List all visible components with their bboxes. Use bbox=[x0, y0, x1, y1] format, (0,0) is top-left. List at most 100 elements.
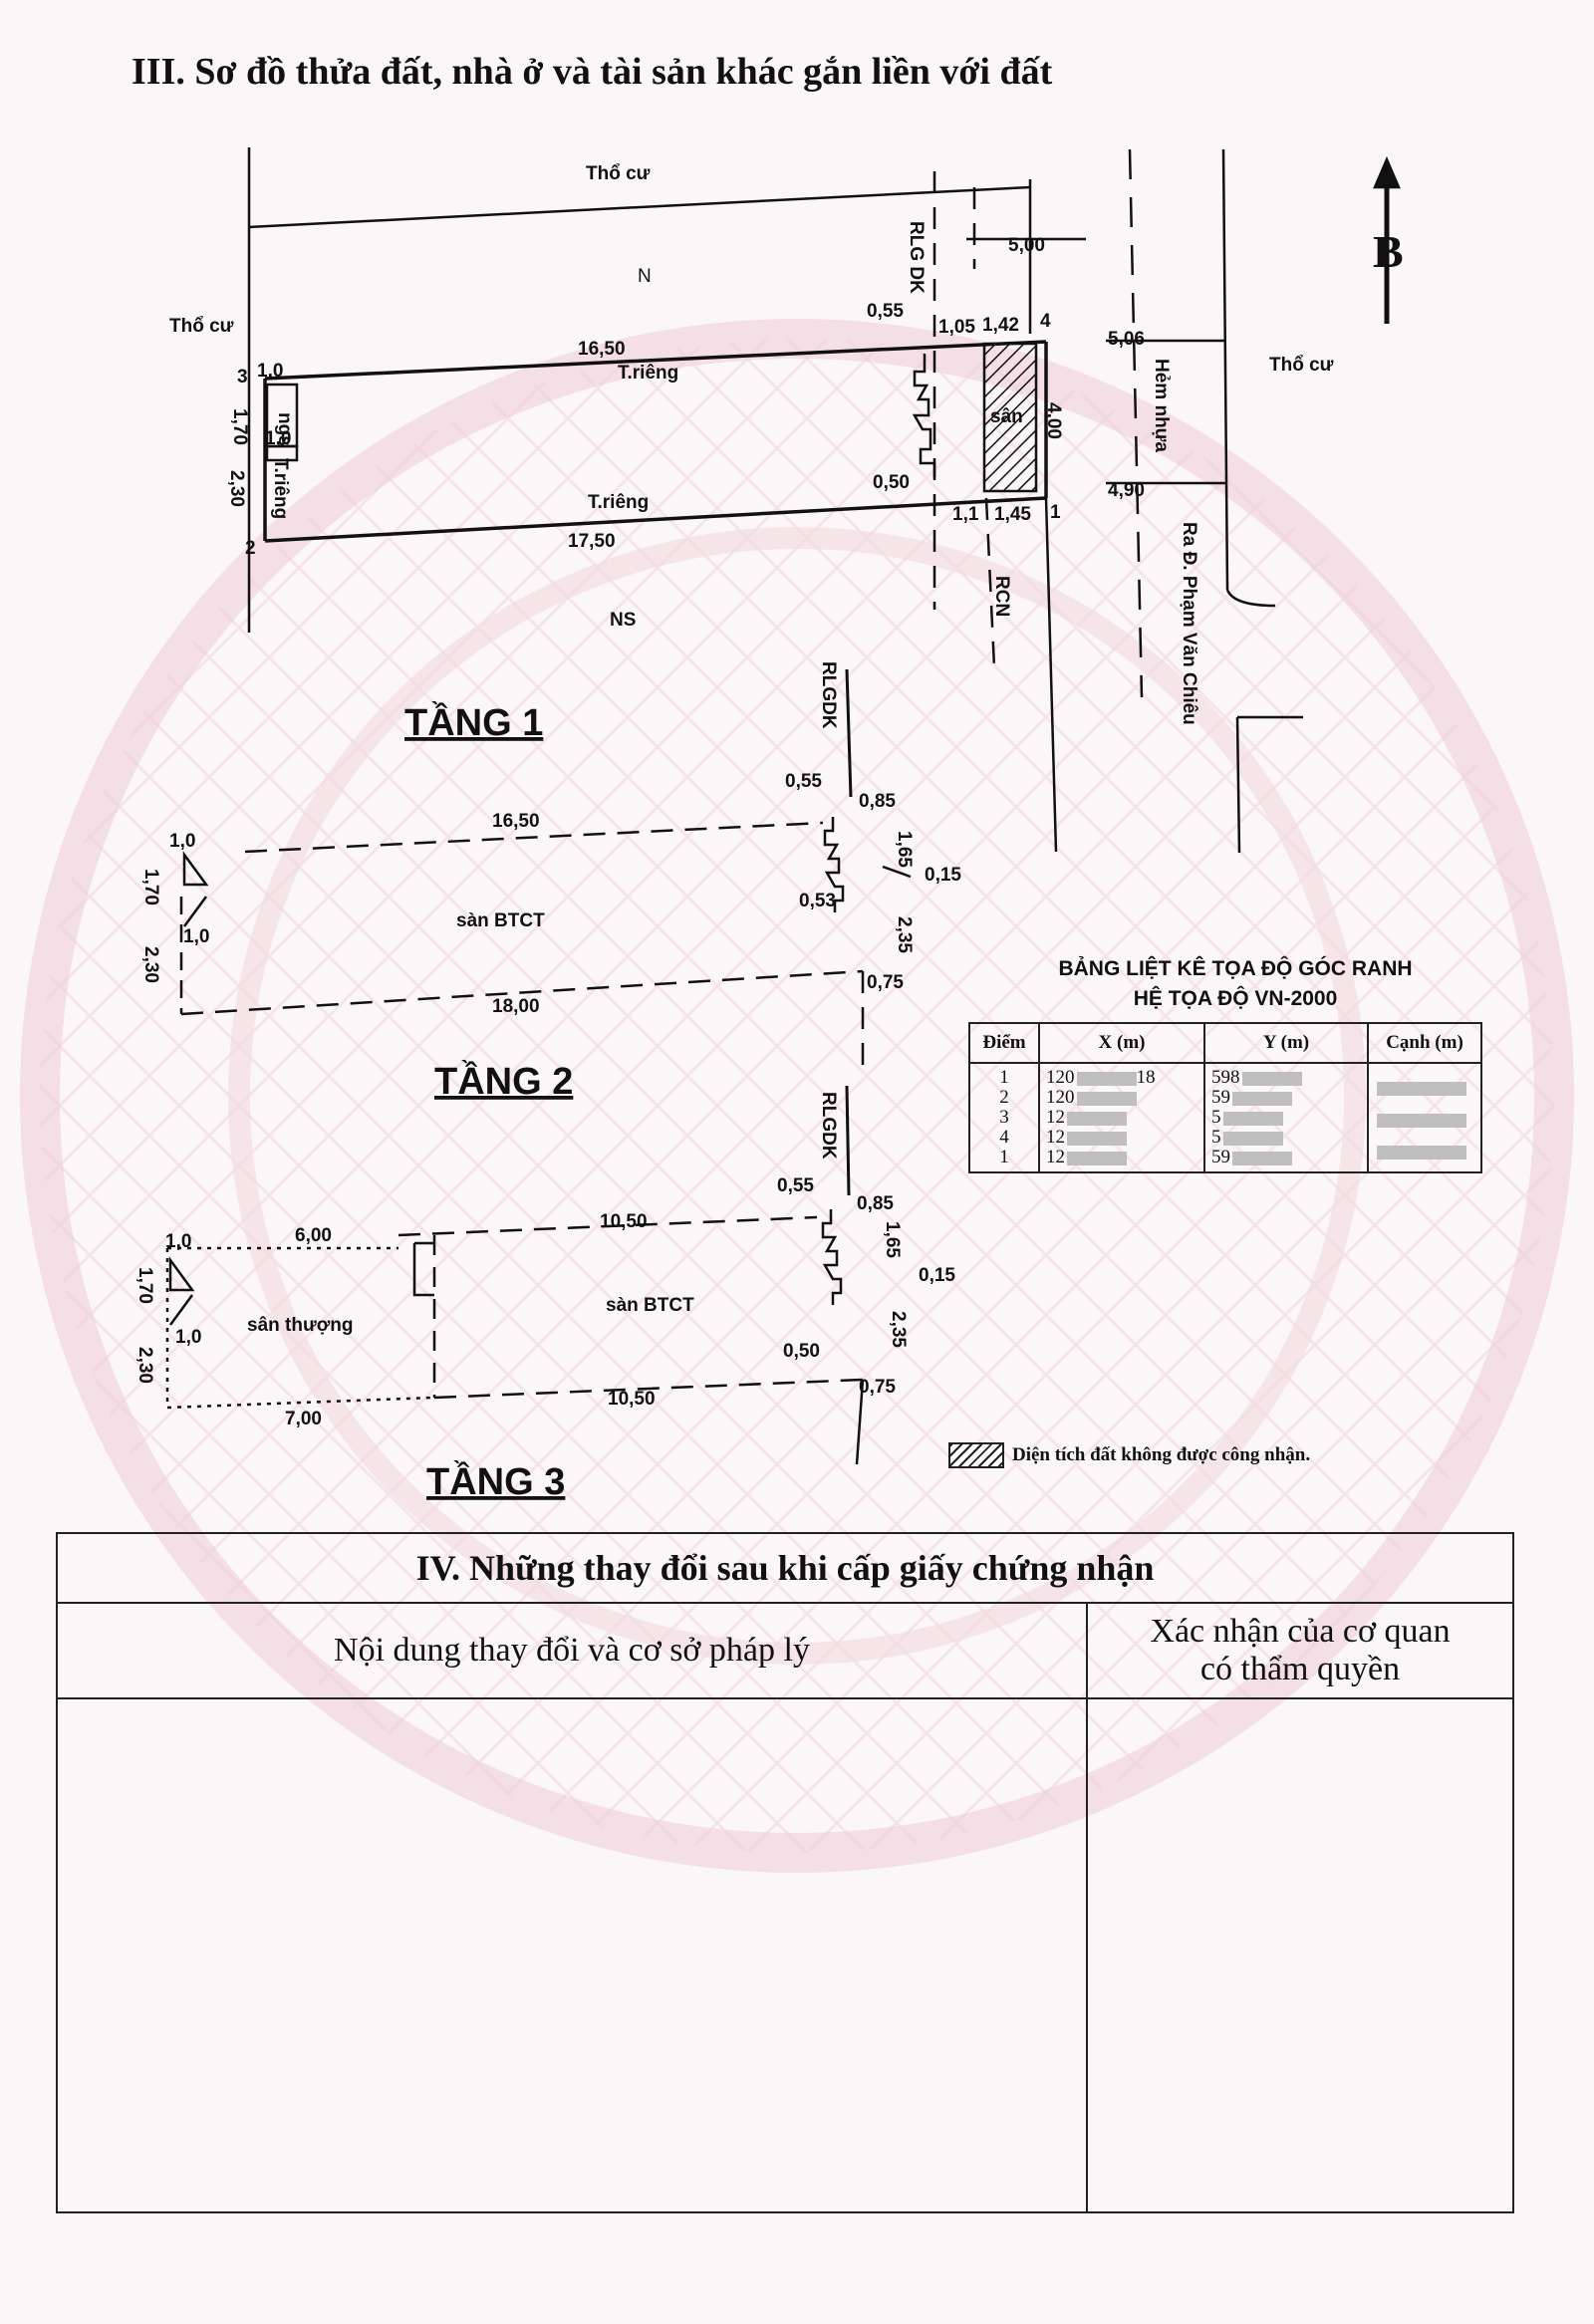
tang1-plan bbox=[247, 147, 1303, 854]
tang3-plan bbox=[165, 1085, 865, 1465]
point-4: 4 bbox=[1040, 311, 1051, 332]
x-value: 120 bbox=[1046, 1067, 1075, 1088]
point-value: 2 bbox=[999, 1087, 1009, 1108]
redacted-block bbox=[1076, 1071, 1137, 1086]
cell-y: 598 59 5 5 59 bbox=[1203, 1062, 1369, 1173]
tang1-d-1-42: 1,42 bbox=[982, 315, 1019, 336]
point-3: 3 bbox=[237, 367, 248, 387]
tang1-d-1-70: 1,70 bbox=[229, 408, 250, 445]
tang3-len-10-50-bottom: 10,50 bbox=[608, 1389, 656, 1410]
tang1-d-4-00: 4,00 bbox=[1043, 402, 1064, 439]
tang3-d-2-35: 2,35 bbox=[888, 1311, 909, 1348]
tang1-w-5-06: 5,06 bbox=[1108, 329, 1145, 350]
redacted-block bbox=[1067, 1111, 1127, 1126]
redacted-block bbox=[1377, 1081, 1466, 1096]
redacted-block bbox=[1222, 1131, 1283, 1146]
redacted-block bbox=[1232, 1091, 1292, 1106]
x-value: 12 bbox=[1046, 1147, 1065, 1167]
tang1-t-rieng-bottom: T.riêng bbox=[588, 492, 649, 513]
floor-plan-diagram: Thổ cư Thổ cư Thổ cư N NS 16,50 T.riêng … bbox=[134, 147, 1404, 1503]
redacted-block bbox=[1076, 1091, 1137, 1106]
label-rlgdk-3: RLGDK bbox=[818, 1092, 839, 1160]
tang3-d-2-30: 2,30 bbox=[134, 1347, 155, 1384]
tang2-d-2-30: 2,30 bbox=[140, 946, 161, 983]
tang2-d-0-55: 0,55 bbox=[785, 771, 822, 792]
tang3-d-0-55: 0,55 bbox=[777, 1175, 814, 1196]
y-value: 5 bbox=[1211, 1127, 1221, 1148]
point-value: 1 bbox=[999, 1147, 1009, 1167]
tang1-t-rieng-top: T.riêng bbox=[618, 363, 678, 384]
header-point: Điểm bbox=[968, 1022, 1040, 1064]
point-2: 2 bbox=[245, 538, 256, 559]
changes-header-row: Nội dung thay đổi và cơ sở pháp lý Xác n… bbox=[58, 1604, 1512, 1699]
tang1-d-1-0b: 1,0 bbox=[265, 428, 291, 449]
tang2-d-2-35: 2,35 bbox=[894, 916, 915, 953]
neighbor-right: Thổ cư bbox=[1269, 355, 1334, 376]
legend-text: Diện tích đất không được công nhận. bbox=[1012, 1444, 1311, 1465]
neighbor-left: Thổ cư bbox=[169, 316, 234, 337]
tang2-slab: sàn BTCT bbox=[456, 910, 545, 931]
neighbor-top-house: N bbox=[638, 266, 652, 287]
tang3-d-0-15: 0,15 bbox=[919, 1265, 955, 1286]
legend: Diện tích đất không được công nhận. bbox=[948, 1442, 1310, 1468]
y-value: 59 bbox=[1211, 1147, 1230, 1167]
changes-table: IV. Những thay đổi sau khi cấp giấy chứn… bbox=[56, 1532, 1514, 2213]
tang1-w-5-00: 5,00 bbox=[1008, 235, 1045, 256]
content-cell bbox=[58, 1699, 1088, 2211]
tang3-d-1-0a: 1,0 bbox=[165, 1231, 191, 1252]
confirmation-line1: Xác nhận của cơ quan bbox=[1150, 1613, 1451, 1650]
tang1-w-4-90: 4,90 bbox=[1108, 480, 1145, 501]
confirmation-line2: có thẩm quyền bbox=[1199, 1651, 1401, 1687]
tang2-len-bottom: 18,00 bbox=[492, 996, 540, 1017]
tang1-d-1-05: 1,05 bbox=[938, 317, 975, 338]
tang2-d-0-75: 0,75 bbox=[867, 972, 904, 993]
tang1-wc: ngs bbox=[274, 412, 295, 446]
tang3-d-0-50: 0,50 bbox=[783, 1341, 820, 1362]
redacted-block bbox=[1377, 1145, 1466, 1160]
tang2-d-1-0a: 1,0 bbox=[169, 831, 195, 852]
y-value: 598 bbox=[1211, 1067, 1240, 1088]
tang3-len-6-00: 6,00 bbox=[295, 1225, 332, 1246]
label-rlgdk-2: RLGDK bbox=[818, 661, 839, 729]
point-value: 1 bbox=[999, 1067, 1009, 1088]
tang2-d-1-0b: 1,0 bbox=[183, 926, 209, 947]
redacted-block bbox=[1377, 1113, 1466, 1128]
coordinate-title-line1: BẢNG LIỆT KÊ TỌA ĐỘ GÓC RANH bbox=[1058, 957, 1413, 980]
neighbor-top: Thổ cư bbox=[586, 163, 651, 184]
x-value: 12 bbox=[1046, 1127, 1065, 1148]
point-value: 4 bbox=[999, 1127, 1009, 1148]
tang2-d-0-15: 0,15 bbox=[925, 865, 961, 886]
north-label: B bbox=[1373, 226, 1404, 277]
tang3-len-7-00: 7,00 bbox=[285, 1409, 322, 1429]
tang1-san: sân bbox=[990, 406, 1023, 427]
tang1-len-bottom: 17,50 bbox=[568, 531, 616, 552]
point-1: 1 bbox=[1050, 502, 1061, 523]
tang3-d-1-0b: 1,0 bbox=[175, 1327, 201, 1348]
tang1-d-0-55: 0,55 bbox=[867, 301, 904, 322]
tang1-d-1-45: 1,45 bbox=[994, 504, 1031, 525]
tang2-d-1-65: 1,65 bbox=[894, 831, 915, 868]
label-alley: Hẻm nhựa bbox=[1151, 359, 1172, 452]
floor-title-1: TẦNG 1 bbox=[404, 700, 543, 744]
header-x: X (m) bbox=[1038, 1022, 1205, 1064]
tang3-d-0-85: 0,85 bbox=[857, 1193, 894, 1214]
label-exit-road: Ra Đ. Phạm Văn Chiêu bbox=[1179, 522, 1199, 725]
floor-title-3: TẦNG 3 bbox=[426, 1459, 565, 1503]
section-iv-title: IV. Những thay đổi sau khi cấp giấy chứn… bbox=[58, 1534, 1512, 1604]
tang3-terrace: sân thượng bbox=[247, 1315, 353, 1336]
tang1-t-rieng-left: T.riêng bbox=[270, 458, 291, 519]
y-value: 5 bbox=[1211, 1107, 1221, 1128]
tang3-slab: sàn BTCT bbox=[606, 1295, 694, 1316]
coordinate-table-title: BẢNG LIỆT KÊ TỌA ĐỘ GÓC RANH HỆ TỌA ĐỘ V… bbox=[1036, 954, 1435, 1014]
header-edge: Cạnh (m) bbox=[1367, 1022, 1482, 1064]
floor-title-2: TẦNG 2 bbox=[434, 1059, 573, 1103]
north-arrow-icon bbox=[1373, 155, 1401, 324]
label-rcn: RCN bbox=[991, 576, 1012, 617]
tang1-len-top: 16,50 bbox=[578, 339, 626, 360]
cell-edge bbox=[1367, 1062, 1482, 1173]
redacted-block bbox=[1222, 1111, 1283, 1126]
hatch-swatch-icon bbox=[948, 1442, 1004, 1468]
tang2-len-top: 16,50 bbox=[492, 811, 540, 832]
